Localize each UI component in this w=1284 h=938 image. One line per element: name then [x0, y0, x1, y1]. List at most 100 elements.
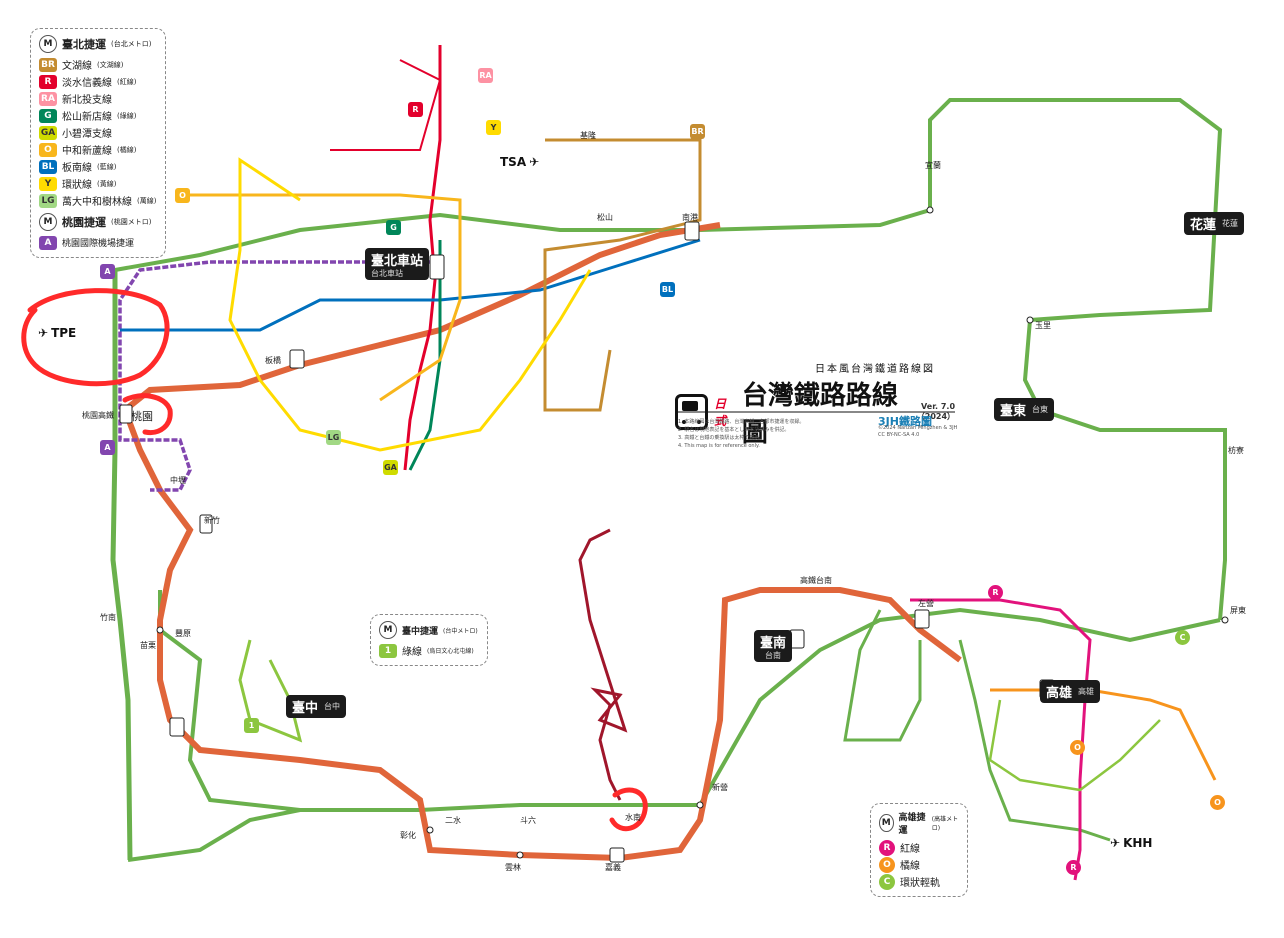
station-dot	[516, 851, 524, 859]
station-label-xinying: 新營	[712, 783, 728, 792]
station-label-nangang: 南港	[682, 213, 698, 222]
taoyuan-metro-logo-icon: M	[39, 213, 57, 231]
hub-tainan: 臺南台南	[754, 630, 793, 662]
station-label-banqiao: 板橋	[265, 356, 281, 365]
badge-khh-c: C	[1175, 630, 1190, 645]
airplane-icon: ✈	[38, 326, 49, 340]
kaohsiung-red-line	[910, 598, 1092, 881]
tra-south-link	[698, 607, 1221, 806]
hub-taitung: 臺東台東	[994, 398, 1055, 421]
hub-hualien: 花蓮花蓮	[1184, 212, 1245, 235]
airport-mrt-line	[118, 260, 440, 492]
station-dot	[1026, 316, 1034, 324]
taoyuan-legend-title: M 桃園捷運(桃園メトロ)	[39, 213, 157, 231]
station-hsinchu-marker	[199, 514, 213, 534]
station-label-miaoli: 苗栗	[140, 641, 156, 650]
notes-block: 1. 本路線図は台灣鐵路、台灣高鐵、各都市捷運を収録。 2. 駅名は現地表記を基…	[678, 418, 878, 450]
station-taichung-marker	[169, 717, 185, 737]
mrt-orange-line	[180, 193, 462, 402]
note-line: 1. 本路線図は台灣鐵路、台灣高鐵、各都市捷運を収録。	[678, 419, 805, 425]
kaohsiung-orange-line	[990, 688, 1217, 781]
badge-khh-o-west: O	[1070, 740, 1085, 755]
station-dot	[1221, 616, 1229, 624]
station-taipei-marker	[429, 254, 445, 280]
train-icon	[675, 394, 709, 430]
title-subtitle: 日本風台灣鐵道路線図	[815, 364, 935, 375]
station-label-shuinan: 水南	[625, 813, 641, 822]
station-chiayi-marker	[609, 847, 625, 863]
hub-kaohsiung: 高雄高雄	[1040, 680, 1101, 703]
badge-lg: LG	[326, 430, 341, 445]
station-tainan-marker	[789, 629, 805, 649]
station-label-yilan: 宜蘭	[925, 161, 941, 170]
hub-taichung: 臺中台中	[286, 695, 347, 718]
airplane-icon: ✈	[529, 155, 540, 169]
station-dot	[426, 826, 434, 834]
taichung-metro-logo-icon: M	[379, 621, 397, 639]
station-label-songshan: 松山	[597, 213, 613, 222]
brand-logo: 3JH鐵路圖	[878, 415, 932, 428]
note-line: 3. 高鐵と台鐵の乗換駅は太枠で表示。	[678, 435, 765, 441]
taichung-legend-title: M 臺中捷運(台中メトロ)	[379, 621, 479, 639]
station-label-hsinchu: 新竹	[204, 516, 220, 525]
station-label-pingtung: 屏東	[1230, 606, 1246, 615]
taipei-metro-logo-icon: M	[39, 35, 57, 53]
station-label-tainan-hsr: 高鐵台南	[800, 576, 832, 585]
hub-taipei: 臺北車站台北車站	[365, 248, 430, 280]
tra-south-inner	[958, 639, 1111, 842]
credit-license: CC BY-NC-SA 4.0	[878, 432, 920, 438]
station-label-keelung: 基隆	[580, 131, 596, 140]
badge-bl: BL	[660, 282, 675, 297]
alishan-railway	[578, 528, 628, 801]
station-label-changhua: 彰化	[400, 831, 416, 840]
kaohsiung-metro-logo-icon: M	[879, 814, 894, 832]
badge-r: R	[408, 102, 423, 117]
badge-a-south: A	[100, 440, 115, 455]
annotation-circle-tpe	[21, 288, 170, 387]
badge-br: BR	[690, 124, 705, 139]
title-version: Ver. 7.0	[921, 402, 956, 411]
annotation-circle-chiayi	[609, 787, 648, 832]
station-label-taoyuan: 桃園	[131, 410, 153, 423]
mrt-red-line	[403, 45, 442, 471]
airplane-icon: ✈	[1110, 836, 1121, 850]
badge-khh-o-east: O	[1210, 795, 1225, 810]
kaohsiung-legend-title: M 高雄捷運(高雄メトロ)	[879, 810, 959, 836]
annotation-circle-taoyuan	[122, 393, 173, 436]
red-annotations	[21, 288, 648, 832]
badge-a-north: A	[100, 264, 115, 279]
airport-tsa: TSA✈	[500, 155, 540, 169]
note-line: 2. 駅名は現地表記を基本とし日本語読みを併記。	[678, 427, 790, 433]
badge-khh-r-north: R	[988, 585, 1003, 600]
kaohsiung-circular-lrt	[988, 699, 1161, 792]
badge-y: Y	[486, 120, 501, 135]
title-year: （2024）	[916, 412, 956, 421]
taichung-mrt-green	[238, 639, 303, 743]
credit-copyright: ©2024 Nanzan Mingzhen & 3JH	[878, 425, 958, 431]
mrt-brown-line	[543, 138, 702, 412]
station-markers	[119, 206, 1229, 863]
badge-taichung-1: 1	[244, 718, 259, 733]
title-stamp: 日式	[714, 397, 727, 428]
title-block: 日本風台灣鐵道路線図 日式 台灣鐵路路線圖 Ver. 7.0 （2024）	[675, 360, 955, 449]
station-label-taoyuan-hsr: 桃園高鐵	[82, 411, 114, 420]
tra-taichung-line	[158, 590, 700, 812]
badge-khh-r-south: R	[1066, 860, 1081, 875]
badge-o: O	[175, 188, 190, 203]
title-main: 日式 台灣鐵路路線圖 Ver. 7.0 （2024）	[675, 375, 955, 449]
badge-g: G	[386, 220, 401, 235]
